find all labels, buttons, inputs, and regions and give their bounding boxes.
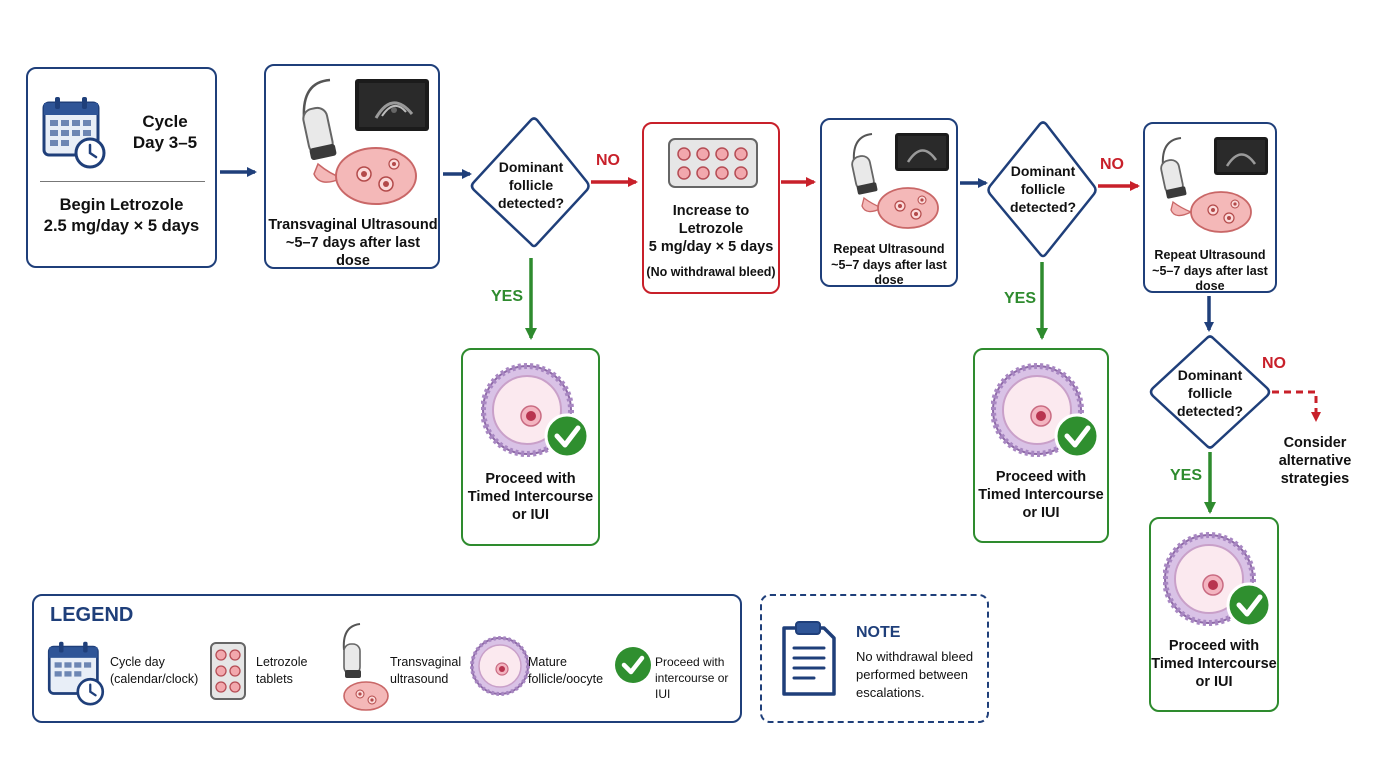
yes-label-2: YES: [1004, 290, 1037, 307]
yes-label-3: YES: [1170, 467, 1203, 484]
ultrasound-label-3: Repeat Ultrasound ~5–7 days after last d…: [1152, 248, 1268, 294]
ultrasound-label-2: Repeat Ultrasound ~5–7 days after last d…: [831, 242, 947, 288]
follicle-icon: [470, 636, 530, 696]
yes-label-1: YES: [491, 288, 524, 305]
ultrasound-monitor-icon: [1214, 137, 1268, 175]
legend-label-proceed: Proceed with intercourse or IUI: [655, 655, 729, 702]
ultrasound-icon: [342, 623, 389, 711]
ultrasound-box-1: Transvaginal Ultrasound ~5–7 days after …: [264, 64, 440, 269]
legend-title: LEGEND: [50, 604, 134, 626]
proceed-box-3: Proceed with Timed Intercourse or IUI: [1149, 517, 1279, 712]
ultrasound-monitor-icon: [355, 79, 429, 131]
start-title: Cycle Day 3–5: [132, 112, 198, 153]
proceed-label-2: Proceed with Timed Intercourse or IUI: [978, 469, 1104, 522]
follicle-icon: [1163, 532, 1272, 628]
legend-box: LEGEND Cycle day (calendar/clock) Letroz…: [32, 594, 742, 723]
legend-label-ultrasound: Transvaginal ultrasound: [390, 655, 462, 686]
decision-label-1: Dominant follicle detected?: [497, 159, 565, 212]
tablets-icon: [210, 642, 246, 700]
alternative-strategies-text: Consider alternative strategies: [1278, 435, 1352, 488]
ultrasound-box-3: Repeat Ultrasound ~5–7 days after last d…: [1143, 122, 1277, 293]
note-box: NOTE No withdrawal bleed performed betwe…: [760, 594, 989, 723]
check-icon: [615, 647, 651, 683]
note-title: NOTE: [856, 624, 901, 641]
no-label-3: NO: [1262, 355, 1286, 372]
decision-label-3: Dominant follicle detected?: [1176, 367, 1244, 420]
start-divider: [40, 181, 205, 182]
proceed-label-3: Proceed with Timed Intercourse or IUI: [1151, 638, 1277, 691]
decision-label-2: Dominant follicle detected?: [1009, 163, 1077, 216]
proceed-box-2: Proceed with Timed Intercourse or IUI: [973, 348, 1109, 543]
arrow-no-3-dashed: [1272, 390, 1321, 422]
ultrasound-label-1: Transvaginal Ultrasound ~5–7 days after …: [268, 217, 438, 270]
legend-label-follicle: Mature follicle/oocyte: [528, 655, 604, 686]
ultrasound-probe-ovary-icon: [302, 78, 417, 205]
start-dose: Begin Letrozole 2.5 mg/day × 5 days: [43, 196, 200, 235]
increase-dose-box: Increase to Letrozole 5 mg/day × 5 days …: [642, 122, 780, 294]
decision-diamond-2: [987, 121, 1097, 258]
ultrasound-probe-ovary-icon: [1160, 137, 1252, 233]
proceed-box-1: Proceed with Timed Intercourse or IUI: [461, 348, 600, 546]
start-box: Cycle Day 3–5 Begin Letrozole 2.5 mg/day…: [26, 67, 217, 268]
note-text: No withdrawal bleed performed between es…: [856, 649, 974, 701]
calendar-clock-icon: [47, 641, 105, 706]
legend-label-tablets: Letrozole tablets: [256, 655, 308, 686]
ultrasound-monitor-icon: [895, 133, 949, 171]
tablets-icon: [668, 138, 758, 188]
no-label-1: NO: [596, 152, 620, 169]
increase-label: Increase to Letrozole 5 mg/day × 5 days: [648, 203, 774, 256]
follicle-icon: [481, 363, 590, 459]
decision-diamond-3: [1149, 335, 1271, 449]
ultrasound-probe-ovary-icon: [851, 133, 939, 229]
follicle-icon: [991, 363, 1100, 459]
no-label-2: NO: [1100, 156, 1124, 173]
calendar-clock-icon: [42, 97, 106, 169]
increase-note: (No withdrawal bleed): [646, 265, 776, 279]
decision-diamond-1: [470, 117, 590, 248]
legend-label-cycle-day: Cycle day (calendar/clock): [110, 655, 199, 686]
ultrasound-box-2: Repeat Ultrasound ~5–7 days after last d…: [820, 118, 958, 287]
proceed-label-1: Proceed with Timed Intercourse or IUI: [467, 471, 594, 524]
document-icon: [782, 621, 836, 696]
